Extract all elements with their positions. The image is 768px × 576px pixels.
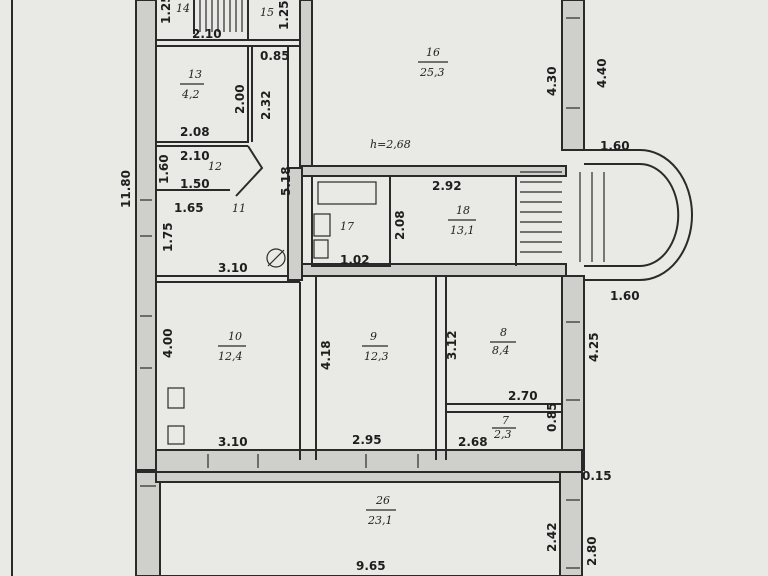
dim-9-65: 9.65 xyxy=(356,559,386,573)
dim-1-50: 1.50 xyxy=(180,177,210,191)
room-12-number: 12 xyxy=(208,160,222,173)
dim-2-10: 2.10 xyxy=(180,149,210,163)
dim-0-85: 0.85 xyxy=(545,402,559,432)
room-26-area: 23,1 xyxy=(367,514,393,527)
dim-3-12: 3.12 xyxy=(445,330,459,360)
dim-2-08b: 2.08 xyxy=(393,210,407,240)
dim-4-00: 4.00 xyxy=(161,328,175,358)
dimension-labels: 1.25 2.10 1.25 0.85 4.40 4.30 2.00 2.32 … xyxy=(119,0,640,573)
dim-0-85-top: 0.85 xyxy=(260,49,290,63)
dim-2-10-top: 2.10 xyxy=(192,27,222,41)
dim-11-80: 11.80 xyxy=(119,170,133,208)
room-18-area: 13,1 xyxy=(450,224,475,237)
room-17-number: 17 xyxy=(340,220,354,233)
dim-4-30: 4.30 xyxy=(545,66,559,96)
inner-walls xyxy=(140,0,693,576)
room-8-number: 8 xyxy=(500,326,507,339)
room-18-number: 18 xyxy=(456,204,470,217)
dim-2-00: 2.00 xyxy=(233,84,247,114)
room-labels: 14 15 16 25,3 13 4,2 12 11 17 18 13,1 10… xyxy=(176,2,516,527)
room-15-number: 15 xyxy=(260,6,274,19)
room-7-area: 2,3 xyxy=(493,428,512,441)
dim-2-08: 2.08 xyxy=(180,125,210,139)
dim-1-25b: 1.25 xyxy=(277,0,291,30)
dim-4-25: 4.25 xyxy=(587,332,601,362)
dim-2-32: 2.32 xyxy=(259,90,273,120)
ceiling-height-note: h=2,68 xyxy=(370,138,411,151)
dim-2-95: 2.95 xyxy=(352,433,382,447)
dim-3-10: 3.10 xyxy=(218,435,248,449)
dim-1-65: 1.65 xyxy=(174,201,204,215)
room-8-area: 8,4 xyxy=(492,344,510,357)
dim-2-70: 2.70 xyxy=(508,389,538,403)
room-14-number: 14 xyxy=(176,2,190,15)
dim-1-60-bottom: 1.60 xyxy=(610,289,640,303)
dim-3-10-top: 3.10 xyxy=(218,261,248,275)
room-13-area: 4,2 xyxy=(181,88,200,101)
dim-2-92: 2.92 xyxy=(432,179,462,193)
dim-4-40: 4.40 xyxy=(595,58,609,88)
room-9-number: 9 xyxy=(370,330,377,343)
dim-4-18: 4.18 xyxy=(319,340,333,370)
dim-1-60-left: 1.60 xyxy=(157,154,171,184)
room-16-area: 25,3 xyxy=(419,66,445,79)
room-11-number: 11 xyxy=(232,202,246,215)
dim-2-80: 2.80 xyxy=(585,536,599,566)
room-10-number: 10 xyxy=(228,330,242,343)
room-13-number: 13 xyxy=(188,68,202,81)
room-7-number: 7 xyxy=(502,414,509,427)
dim-2-42: 2.42 xyxy=(545,522,559,552)
dim-1-60-top: 1.60 xyxy=(600,139,630,153)
dim-1-75: 1.75 xyxy=(161,222,175,252)
dim-0-15: 0.15 xyxy=(582,469,612,483)
dim-5-18: 5.18 xyxy=(279,166,293,196)
dim-1-25: 1.25 xyxy=(159,0,173,24)
outer-walls xyxy=(135,0,585,576)
room-26-number: 26 xyxy=(375,494,390,507)
dim-2-68: 2.68 xyxy=(458,435,488,449)
room-16-number: 16 xyxy=(426,46,440,59)
dim-1-02: 1.02 xyxy=(340,253,370,267)
room-9-area: 12,3 xyxy=(364,350,389,363)
room-10-area: 12,4 xyxy=(218,350,243,363)
